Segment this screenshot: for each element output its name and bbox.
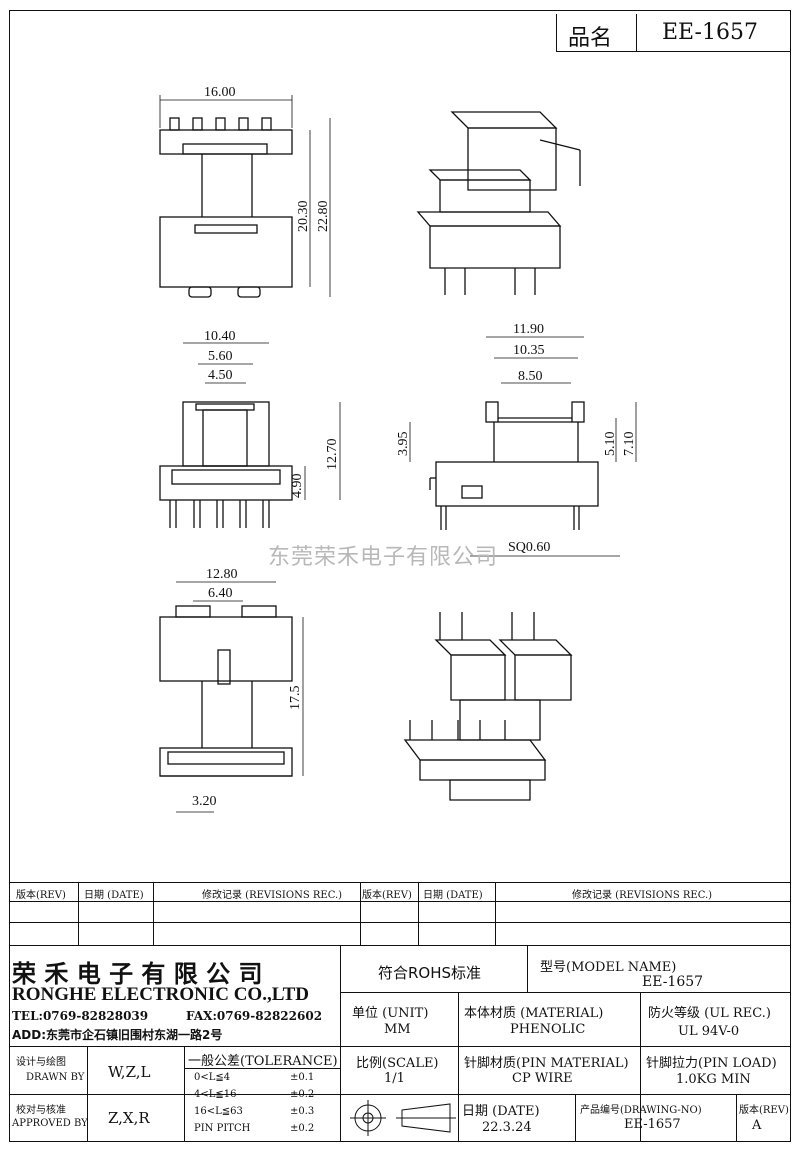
dim-v4-w1: 12.80 [206,567,238,582]
rev-header-6: 修改记录 (REVISIONS REC.) [572,890,713,901]
part-name-box [556,14,791,52]
rev-header-4: 版本(REV) [362,890,412,901]
checker-label-cn: 校对与核准 [16,1105,66,1116]
dim-v2-w2: 5.60 [208,349,233,364]
pin-load-value: 1.0KG MIN [676,1072,751,1087]
designer-value: W,Z,L [108,1063,151,1081]
tol-range-4: PIN PITCH [194,1123,251,1134]
tolerance-label: 一般公差(TOLERANCE) [188,1054,338,1069]
ul-value: UL 94V-0 [678,1024,740,1039]
view-end [429,401,599,530]
rev-value: A [752,1118,762,1133]
ul-label: 防火等级 (UL REC.) [648,1006,771,1021]
material-value: PHENOLIC [510,1022,586,1037]
model-value: EE-1657 [642,974,704,990]
part-number: EE-1657 [662,20,758,45]
rev-header-2: 日期 (DATE) [84,890,144,901]
drawing-no-label: 产品编号(DRAWING-NO) [580,1105,702,1116]
rohs-label: 符合ROHS标准 [378,964,482,982]
view-iso-bottom [403,612,573,801]
company-address: ADD:东莞市企石镇旧围村东湖一路2号 [12,1028,223,1042]
rev-header-5: 日期 (DATE) [423,890,483,901]
drawing-frame [9,10,791,1142]
dim-v2-h2: 4.90 [290,473,305,499]
rev-label: 版本(REV) [739,1105,789,1116]
drawing-no-value: EE-1657 [624,1117,681,1132]
tol-value-1: ±0.1 [290,1072,315,1083]
company-fax: FAX:0769-82822602 [186,1009,323,1023]
dim-v1-h2: 22.80 [316,200,331,233]
dim-v3-w3: 8.50 [518,369,543,384]
tol-range-2: 4<L≦16 [194,1089,237,1100]
dim-v3-pin: SQ0.60 [508,540,551,555]
pin-material-label: 针脚材质(PIN MATERIAL) [464,1056,629,1071]
dim-v3-w2: 10.35 [513,343,545,358]
view-top [159,605,293,777]
scale-value: 1/1 [384,1071,405,1086]
rev-header-1: 版本(REV) [16,890,66,901]
tol-value-3: ±0.3 [290,1106,315,1117]
designer-label-en: DRAWN BY [26,1072,85,1083]
tol-value-4: ±0.2 [290,1123,315,1134]
unit-value: MM [384,1022,411,1037]
pin-material-value: CP WIRE [512,1071,573,1086]
view-iso-top [416,111,581,295]
dim-v3-h2: 7.10 [622,431,637,457]
dim-v2-w3: 4.50 [208,368,233,383]
tol-range-1: 0<L≦4 [194,1072,231,1083]
watermark: 东莞荣禾电子有限公司 [268,545,499,570]
model-label: 型号(MODEL NAME) [540,960,677,975]
pin-load-label: 针脚拉力(PIN LOAD) [646,1056,777,1071]
dim-v2-h1: 12.70 [325,438,340,471]
date-value: 22.3.24 [482,1120,532,1135]
dim-v3-h1: 5.10 [603,431,618,457]
company-tel: TEL:0769-82828039 [12,1009,149,1023]
dim-v1-width: 16.00 [204,85,236,100]
dim-v4-h1: 17.5 [288,685,303,711]
part-name-label: 品名 [568,26,613,51]
technical-drawing [159,95,637,813]
checker-value: Z,X,R [108,1109,150,1127]
dim-v4-pitch: 3.20 [192,794,217,809]
revision-table [9,882,791,946]
tol-range-3: 16<L≦63 [194,1106,243,1117]
dim-v3-w1: 11.90 [513,322,544,337]
unit-label: 单位 (UNIT) [352,1006,429,1021]
dim-v3-h-left: 3.95 [396,431,411,457]
company-name-en: RONGHE ELECTRONIC CO.,LTD [12,984,310,1005]
dim-v1-h1: 20.30 [296,200,311,233]
checker-label-en: APPROVED BY [12,1118,88,1129]
designer-label-cn: 设计与绘图 [16,1057,66,1068]
dim-v2-w1: 10.40 [204,329,236,344]
company-name-cn: 荣 禾 电 子 有 限 公 司 [12,960,263,988]
date-label: 日期 (DATE) [462,1104,540,1119]
view-side [159,401,293,528]
material-label: 本体材质 (MATERIAL) [464,1006,604,1021]
scale-label: 比例(SCALE) [356,1056,439,1071]
dim-v4-w2: 6.40 [208,586,233,601]
tol-value-2: ±0.2 [290,1089,315,1100]
view-front [159,117,293,298]
rev-header-3: 修改记录 (REVISIONS REC.) [202,890,343,901]
